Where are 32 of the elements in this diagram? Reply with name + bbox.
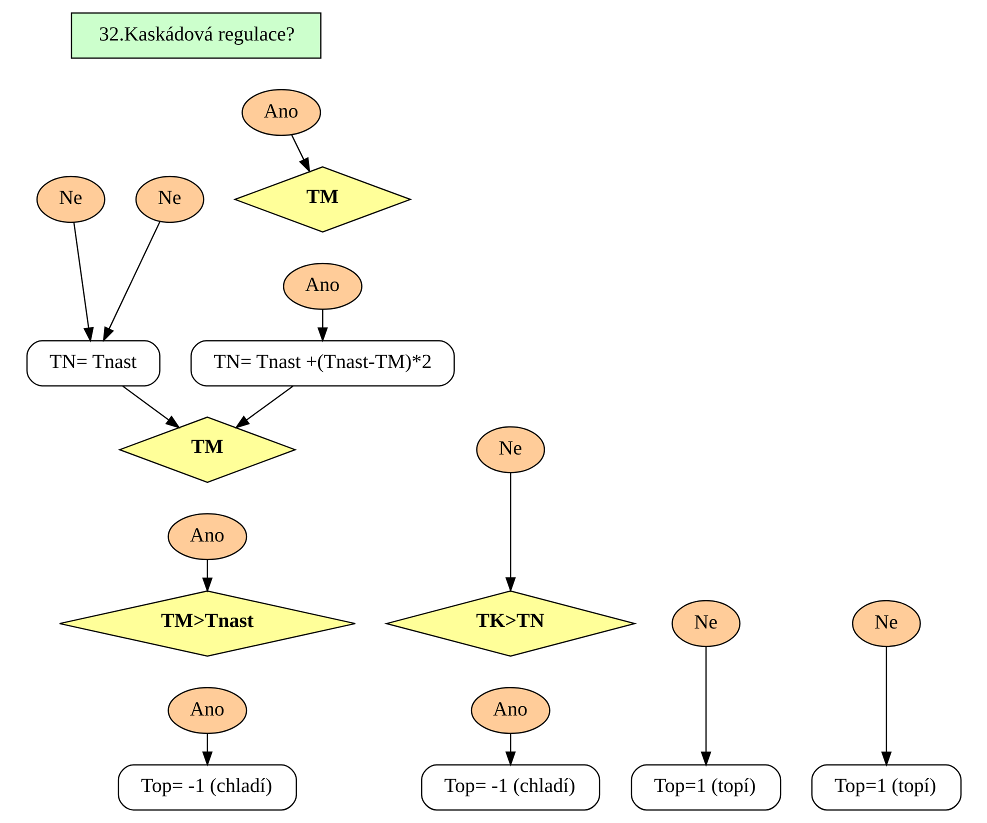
- node-box: Top=1 (topí): [630, 764, 781, 811]
- node-diamond: TK>TN: [384, 590, 637, 657]
- node-diamond: TM>Tnast: [58, 590, 356, 657]
- node-ellipse: Ano: [282, 262, 362, 310]
- arrow: [202, 734, 212, 767]
- node-ellipse: Ne: [134, 176, 204, 223]
- node-ellipse: Ano: [470, 686, 550, 734]
- arrow: [102, 222, 160, 342]
- node-box: TN= Tnast: [26, 340, 160, 386]
- node-box: Top= -1 (chladí): [420, 764, 600, 811]
- node-box: Top=1 (topí): [810, 764, 962, 811]
- node-ellipse: Ano: [241, 89, 321, 136]
- arrow: [700, 646, 711, 767]
- node-diamond: TM: [232, 166, 412, 233]
- node-ellipse: Ne: [476, 426, 545, 474]
- arrow: [504, 734, 516, 767]
- arrow: [880, 646, 892, 767]
- node-box: Top= -1 (chladí): [117, 764, 296, 811]
- arrow: [202, 560, 212, 593]
- node-box: TN= Tnast +(Tnast-TM)*2: [190, 340, 454, 386]
- arrow: [316, 310, 328, 342]
- node-ellipse: Ano: [167, 513, 247, 560]
- node-ellipse: Ne: [671, 600, 740, 648]
- arrow: [122, 386, 180, 429]
- arrow: [504, 473, 516, 592]
- node-box: 32.Kaskádová regulace?: [70, 12, 321, 59]
- arrow: [234, 386, 293, 429]
- arrow: [72, 222, 94, 342]
- node-ellipse: Ne: [36, 176, 105, 223]
- node-ellipse: Ano: [167, 686, 247, 734]
- node-ellipse: Ne: [852, 600, 920, 648]
- arrow: [290, 134, 310, 173]
